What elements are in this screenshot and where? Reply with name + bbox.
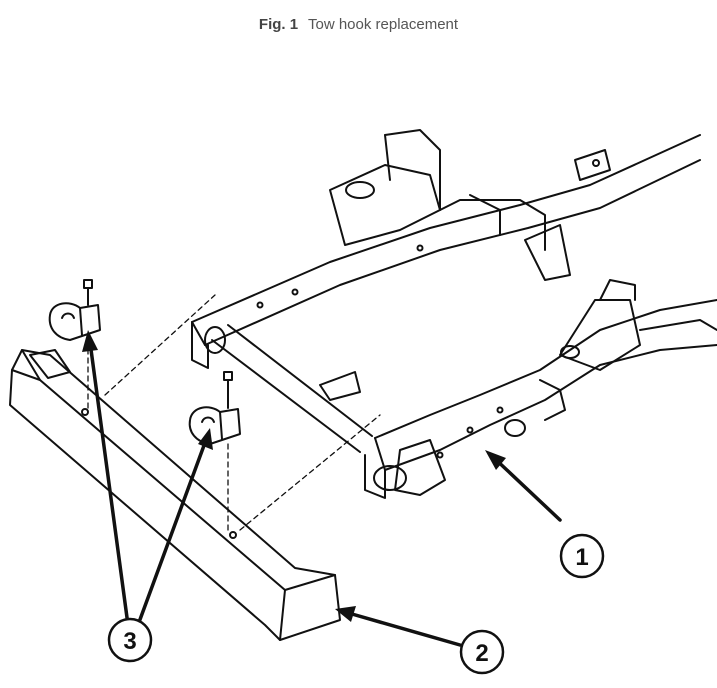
callout-3: 3 — [107, 617, 153, 663]
figure-number: Fig. 1 — [258, 16, 299, 33]
callout-1: 1 — [559, 533, 605, 579]
callout-arrows — [88, 340, 562, 647]
callout-3-number: 3 — [123, 628, 136, 655]
tow-hook-right — [188, 371, 241, 445]
alignment-lines — [87, 294, 381, 531]
tow-hook-left — [48, 279, 101, 341]
front-bumper — [9, 349, 341, 641]
callout-2: 2 — [459, 629, 505, 675]
callout-1-number: 1 — [575, 544, 588, 571]
arrow-heads — [82, 330, 506, 622]
vehicle-frame — [191, 129, 717, 499]
callout-2-number: 2 — [475, 640, 488, 667]
figure-title: Tow hook replacement — [307, 16, 459, 33]
figure-caption: Fig. 1 Tow hook replacement — [0, 16, 717, 33]
